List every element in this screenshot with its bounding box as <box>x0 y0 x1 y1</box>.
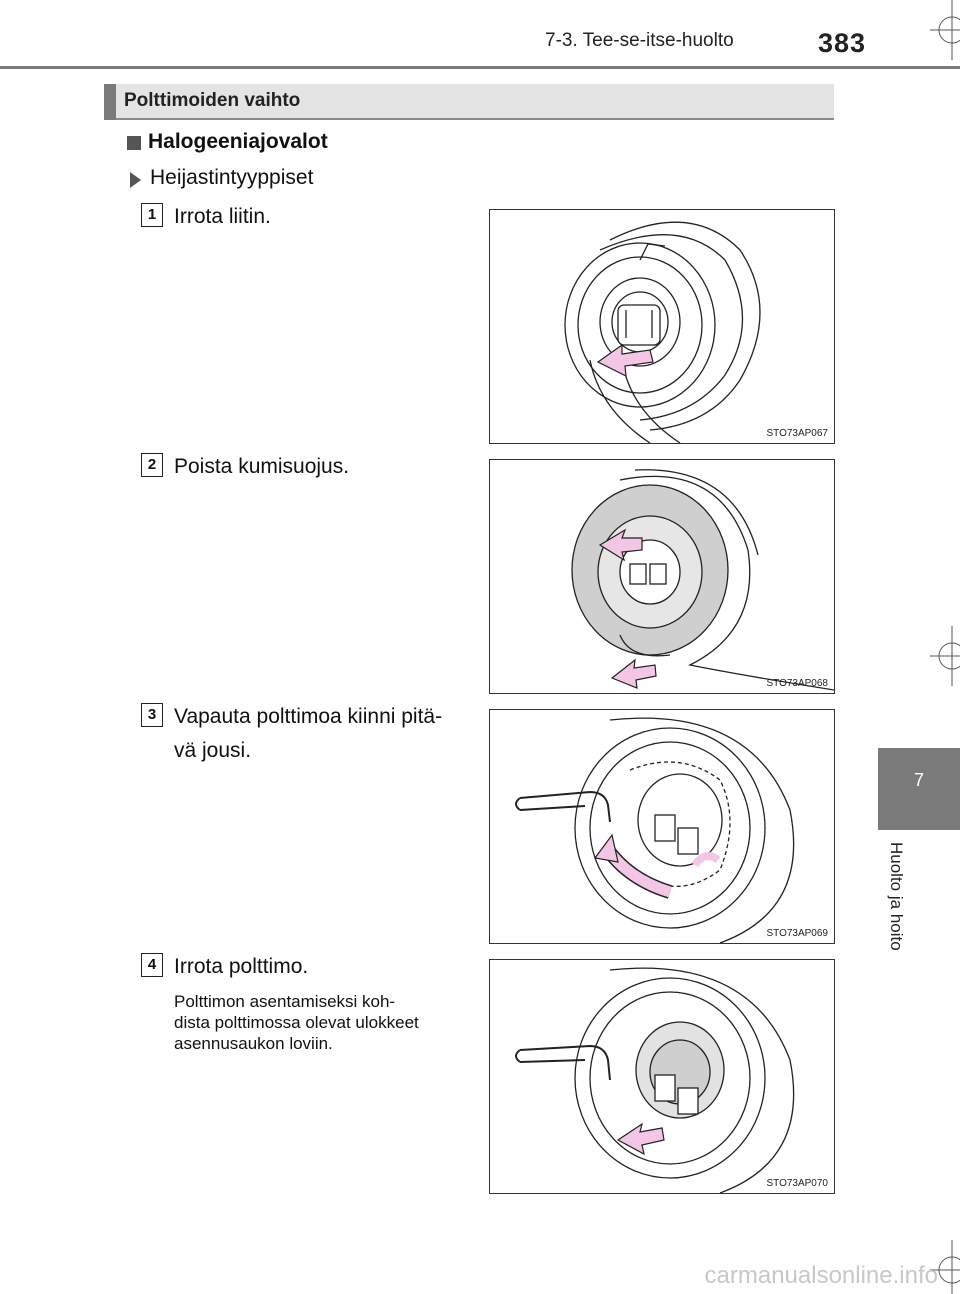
figure-disconnect-connector: STO73AP067 <box>489 209 835 444</box>
chapter-tab <box>878 748 960 830</box>
page-number: 383 <box>818 28 867 58</box>
figure-code: STO73AP069 <box>766 928 828 939</box>
subsection-heading: Halogeeniajovalot <box>148 130 328 153</box>
crop-mark-middle <box>930 626 960 686</box>
chapter-label: Huolto ja hoito <box>878 842 908 972</box>
header-rule <box>0 66 960 69</box>
chapter-label-text: Huolto ja hoito <box>887 842 906 951</box>
step-text: Irrota liitin. <box>174 205 271 228</box>
section-title-accent <box>104 84 116 120</box>
square-bullet-icon <box>127 136 141 150</box>
step-number: 3 <box>141 703 163 727</box>
step-text: Poista kumisuojus. <box>174 455 350 478</box>
figure-remove-rubber-cover: STO73AP068 <box>489 459 835 694</box>
step-text: Vapauta polttimoa kiinni pitä- vä jousi. <box>174 705 443 762</box>
step-note: Polttimon asentamiseksi koh- dista poltt… <box>174 992 419 1053</box>
section-title: 7-3. Tee-se-itse-huolto <box>545 30 734 51</box>
crop-mark-bottom <box>930 1240 960 1294</box>
figure-code: STO73AP068 <box>766 678 828 689</box>
section-heading: Polttimoiden vaihto <box>124 90 301 111</box>
chapter-number: 7 <box>913 770 924 790</box>
triangle-bullet-icon <box>130 172 141 188</box>
step-number: 4 <box>141 953 163 977</box>
crop-mark-top <box>930 0 960 60</box>
step-text: Irrota polttimo. <box>174 955 309 978</box>
figure-code: STO73AP070 <box>766 1178 828 1189</box>
section-title-box <box>104 84 834 120</box>
step-number: 2 <box>141 453 163 477</box>
step-number: 1 <box>141 203 163 227</box>
figure-remove-bulb: STO73AP070 <box>489 959 835 1194</box>
figure-code: STO73AP067 <box>766 428 828 439</box>
watermark: carmanualsonline.info <box>704 1262 938 1289</box>
figure-release-spring: STO73AP069 <box>489 709 835 944</box>
subsection-subheading: Heijastintyyppiset <box>150 166 314 189</box>
